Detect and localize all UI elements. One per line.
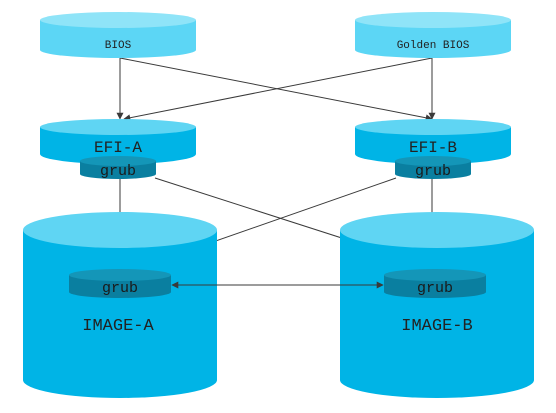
image-a-cylinder-top: [23, 212, 217, 248]
bios-cylinder-body: [40, 20, 196, 58]
efi-b-grub-label: grub: [415, 163, 451, 180]
image-a-grub-top: [69, 269, 171, 281]
golden-bios-cylinder-body: [355, 20, 511, 58]
image-a-grub-label: grub: [102, 280, 138, 297]
efi-b-cylinder-top: [355, 119, 511, 135]
bios-cylinder-top: [40, 12, 196, 28]
image-b-cylinder-body: [340, 230, 534, 398]
image-b-grub-top: [384, 269, 486, 281]
efi-a-label: EFI-A: [94, 139, 142, 157]
image-a-label: IMAGE-A: [82, 317, 154, 336]
efi-b-node: EFI-B grub: [355, 119, 511, 180]
image-b-grub: grub: [384, 269, 486, 298]
efi-a-grub: grub: [80, 156, 156, 180]
efi-a-grub-top: [80, 156, 156, 166]
image-b-cylinder-top: [340, 212, 534, 248]
efi-a-node: EFI-A grub: [40, 119, 196, 180]
image-b-node: grub IMAGE-B: [340, 212, 534, 398]
edge-golden-bios-to-efi-a: [123, 57, 433, 122]
image-a-node: grub IMAGE-A: [23, 212, 217, 398]
image-a-cylinder-body: [23, 230, 217, 398]
golden-bios-label: Golden BIOS: [397, 40, 470, 52]
image-b-grub-body: [384, 275, 486, 298]
image-b-label: IMAGE-B: [401, 317, 472, 336]
efi-a-cylinder-body: [40, 127, 196, 164]
image-a-grub: grub: [69, 269, 171, 298]
efi-a-grub-label: grub: [100, 163, 136, 180]
efi-b-label: EFI-B: [409, 139, 457, 157]
efi-b-grub: grub: [395, 156, 471, 180]
image-b-grub-label: grub: [417, 280, 453, 297]
efi-a-cylinder-top: [40, 119, 196, 135]
bios-node: BIOS: [40, 12, 196, 58]
golden-bios-cylinder-top: [355, 12, 511, 28]
image-a-grub-body: [69, 275, 171, 298]
efi-b-grub-top: [395, 156, 471, 166]
efi-b-cylinder-body: [355, 127, 511, 164]
golden-bios-node: Golden BIOS: [355, 12, 511, 58]
bios-label: BIOS: [105, 40, 132, 52]
efi-b-grub-body: [395, 161, 471, 179]
efi-a-grub-body: [80, 161, 156, 179]
